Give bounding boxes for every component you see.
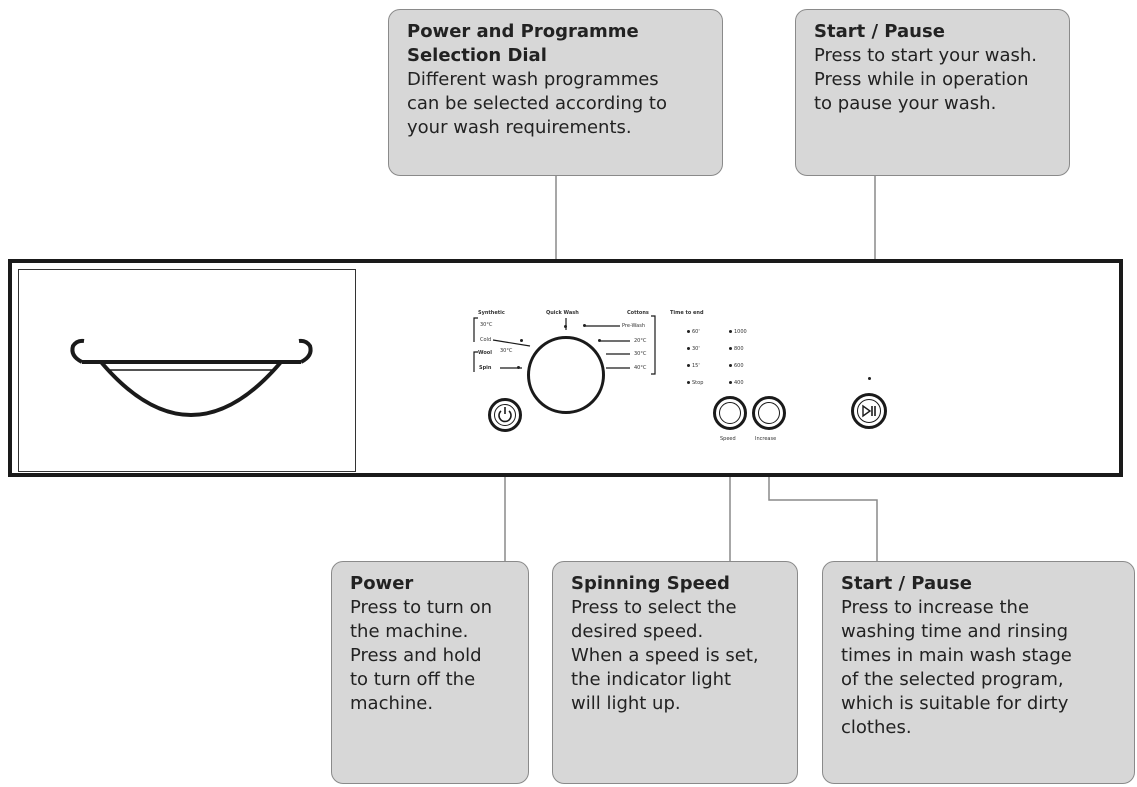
label-time-to-end: Time to end <box>670 310 704 316</box>
indicator-light <box>687 347 690 350</box>
time-label: 60' <box>692 329 700 335</box>
start-pause-button[interactable] <box>851 393 887 429</box>
label-quick-wash: Quick Wash <box>546 310 579 316</box>
label-wool: Wool <box>478 350 492 356</box>
speed-value-label: 600 <box>734 363 744 369</box>
label-synthetic-temp: 30°C <box>480 322 493 328</box>
speed-value-label: 800 <box>734 346 744 352</box>
label-synthetic: Synthetic <box>478 310 505 316</box>
callout-title: Start / Pause <box>841 573 972 594</box>
callout-body: Press to increase the washing time and r… <box>841 597 1072 738</box>
indicator-light <box>564 325 567 328</box>
callout-increase: Start / Pause Press to increase the wash… <box>822 561 1135 784</box>
programme-selection-dial[interactable] <box>527 336 605 414</box>
callout-title: Spinning Speed <box>571 573 730 594</box>
callout-selection-dial: Power and Programme Selection Dial Diffe… <box>388 9 723 176</box>
indicator-light <box>583 324 586 327</box>
indicator-light <box>520 339 523 342</box>
speed-value-label: 400 <box>734 380 744 386</box>
indicator-light <box>687 364 690 367</box>
label-cotton-temp-3: 40°C <box>634 365 647 371</box>
button-ring <box>494 404 516 426</box>
label-wool-temp: 30°C <box>500 348 513 354</box>
callout-spinning-speed: Spinning Speed Press to select the desir… <box>552 561 798 784</box>
time-label: 30' <box>692 346 700 352</box>
label-cotton-temp-1: 20°C <box>634 338 647 344</box>
button-ring <box>758 402 780 424</box>
indicator-light <box>729 364 732 367</box>
callout-title: Start / Pause <box>814 21 945 42</box>
time-label: 15' <box>692 363 700 369</box>
button-ring <box>719 402 741 424</box>
indicator-light <box>687 330 690 333</box>
callout-start-pause: Start / Pause Press to start your wash. … <box>795 9 1070 176</box>
play-pause-icon <box>862 404 876 418</box>
speed-button-label: Speed <box>720 436 736 442</box>
start-pause-indicator-light <box>868 377 871 380</box>
callout-title: Power <box>350 573 414 594</box>
indicator-light <box>729 381 732 384</box>
callout-body: Press to start your wash. Press while in… <box>814 45 1037 114</box>
speed-value-label: 1000 <box>734 329 747 335</box>
callout-body: Press to turn on the machine. Press and … <box>350 597 492 714</box>
label-spin: Spin <box>479 365 492 371</box>
power-icon <box>498 407 512 423</box>
callout-body: Different wash programmes can be selecte… <box>407 69 667 138</box>
increase-button-label: Increase <box>755 436 777 442</box>
power-button[interactable] <box>488 398 522 432</box>
label-cotton-temp-2: 30°C <box>634 351 647 357</box>
label-cottons: Cottons <box>627 310 649 316</box>
indicator-light <box>598 339 601 342</box>
callout-title: Power and Programme Selection Dial <box>407 21 639 66</box>
drawer-handle-icon <box>70 338 313 417</box>
indicator-light <box>687 381 690 384</box>
label-cold: Cold <box>480 337 492 343</box>
indicator-light <box>729 347 732 350</box>
callout-power: Power Press to turn on the machine. Pres… <box>331 561 529 784</box>
indicator-light <box>517 366 520 369</box>
indicator-light <box>729 330 732 333</box>
button-ring <box>857 399 881 423</box>
increase-button[interactable] <box>752 396 786 430</box>
spinning-speed-button[interactable] <box>713 396 747 430</box>
callout-body: Press to select the desired speed. When … <box>571 597 759 714</box>
detergent-drawer[interactable] <box>18 269 356 472</box>
time-label: Stop <box>692 380 704 386</box>
label-pre-wash: Pre-Wash <box>622 323 646 329</box>
